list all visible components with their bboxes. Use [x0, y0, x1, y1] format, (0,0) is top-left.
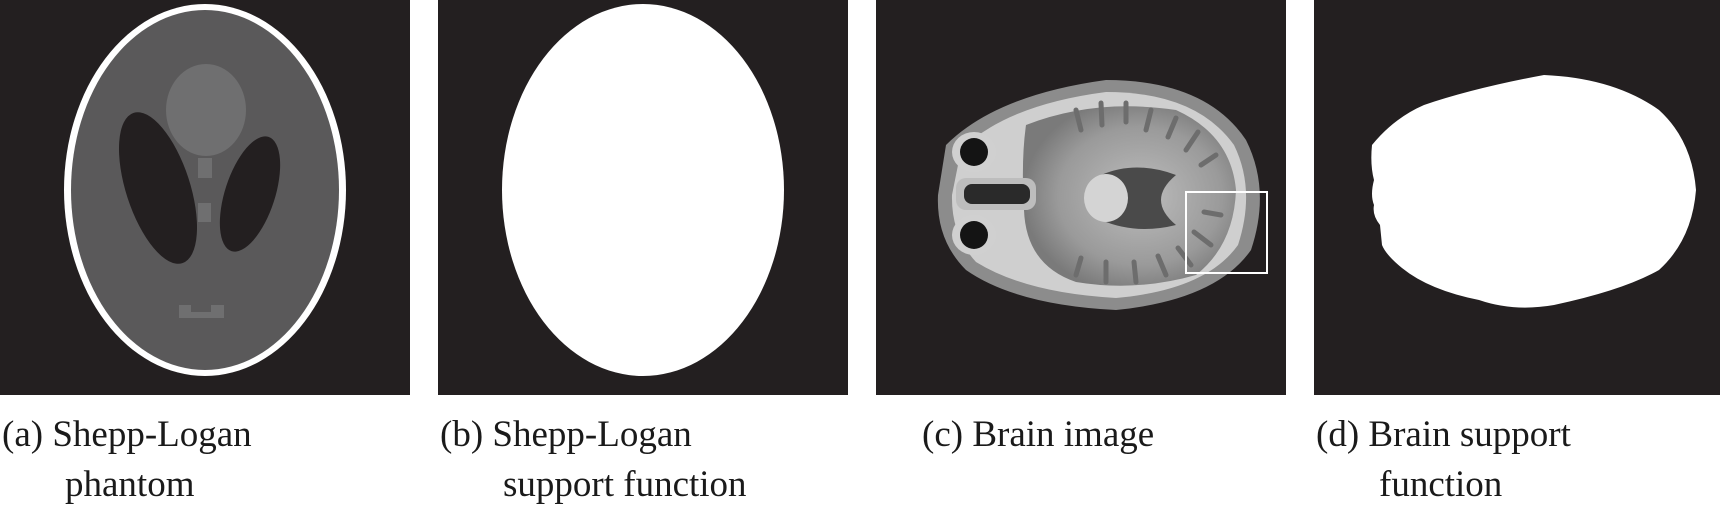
brain-support-image — [1314, 0, 1720, 395]
region-highlight-box — [1185, 191, 1268, 274]
caption-d-line1: Brain support — [1368, 414, 1571, 455]
caption-d-label: (d) — [1316, 414, 1360, 455]
caption-d-line2: function — [1379, 464, 1503, 505]
caption-a: (a) Shepp-Logan phantom — [2, 410, 252, 510]
caption-a-label: (a) — [2, 414, 44, 455]
support-ellipse-graphic — [502, 4, 784, 376]
shepp-logan-phantom-image — [0, 0, 410, 395]
caption-a-line1: Shepp-Logan — [52, 414, 252, 455]
caption-b-label: (b) — [440, 414, 484, 455]
caption-a-line2: phantom — [65, 464, 195, 505]
brain-support-graphic — [1371, 75, 1696, 308]
phantom-graphic — [64, 4, 346, 376]
caption-c-line1: Brain image — [972, 414, 1155, 455]
shepp-logan-support-image — [438, 0, 848, 395]
caption-c-label: (c) — [922, 414, 964, 455]
caption-b: (b) Shepp-Logan support function — [440, 410, 747, 510]
caption-b-line1: Shepp-Logan — [492, 414, 692, 455]
caption-c: (c) Brain image — [922, 410, 1154, 460]
caption-d: (d) Brain support function — [1316, 410, 1571, 510]
caption-b-line2: support function — [503, 464, 747, 505]
brain-graphic — [937, 80, 1268, 310]
brain-mri-image — [876, 0, 1286, 395]
